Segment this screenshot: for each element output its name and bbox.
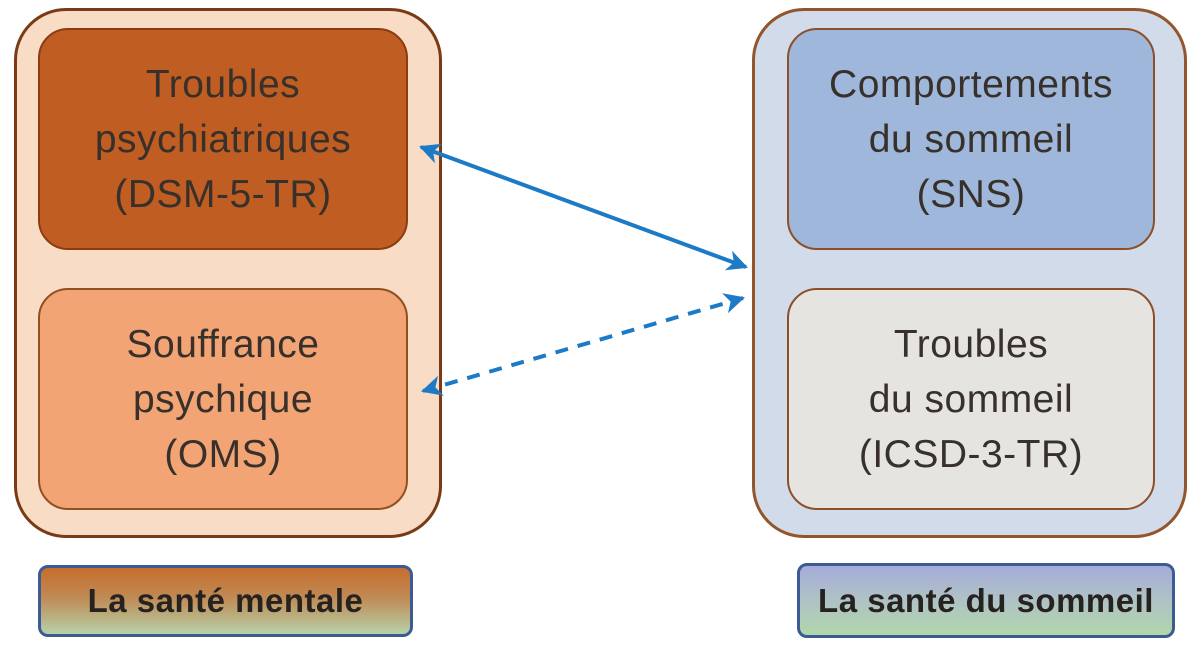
solid-bidirectional-arrow <box>419 143 748 271</box>
box-souffrance-psychique: Souffrance psychique (OMS) <box>38 288 408 510</box>
box-troubles-psychiatriques-line3: (DSM-5-TR) <box>114 172 332 216</box>
box-souffrance-psychique-line1: Souffrance <box>126 322 320 366</box>
box-troubles-sommeil: Troubles du sommeil (ICSD-3-TR) <box>787 288 1155 510</box>
caption-sante-sommeil: La santé du sommeil <box>797 563 1175 638</box>
box-souffrance-psychique-line3: (OMS) <box>164 432 282 476</box>
box-troubles-psychiatriques-line2: psychiatriques <box>94 117 352 161</box>
box-troubles-sommeil-line3: (ICSD-3-TR) <box>858 432 1084 476</box>
box-comportements-sommeil-line2: du sommeil <box>868 117 1074 161</box>
box-comportements-sommeil: Comportements du sommeil (SNS) <box>787 28 1155 250</box>
box-comportements-sommeil-line1: Comportements <box>829 62 1113 106</box>
box-souffrance-psychique-line2: psychique <box>132 377 314 421</box>
box-troubles-sommeil-line2: du sommeil <box>868 377 1074 421</box>
box-troubles-sommeil-line1: Troubles <box>893 322 1049 366</box>
box-troubles-psychiatriques-line1: Troubles <box>145 62 301 106</box>
caption-sante-sommeil-text: La santé du sommeil <box>818 581 1154 619</box>
box-comportements-sommeil-line3: (SNS) <box>916 172 1026 216</box>
caption-sante-mentale-text: La santé mentale <box>87 582 364 619</box>
box-troubles-psychiatriques: Troubles psychiatriques (DSM-5-TR) <box>38 28 408 250</box>
dashed-bidirectional-arrow <box>421 293 745 396</box>
caption-sante-mentale: La santé mentale <box>38 565 413 637</box>
